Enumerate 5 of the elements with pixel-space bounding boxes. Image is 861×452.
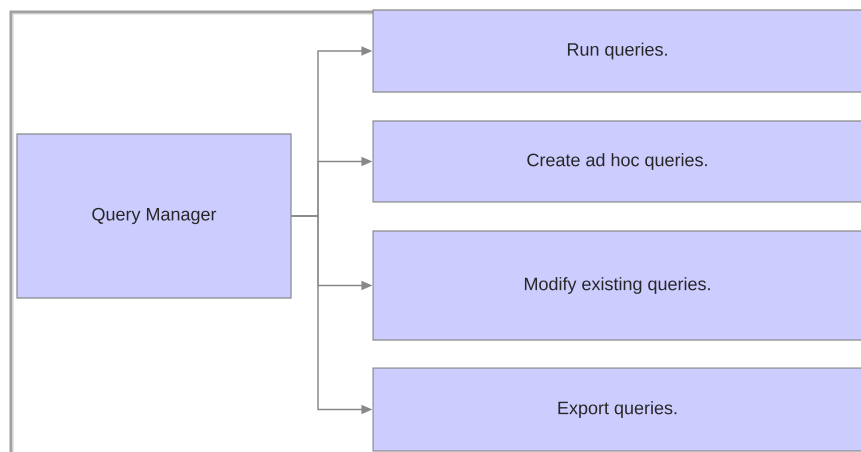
process-box: Modify existing queries. bbox=[372, 230, 861, 341]
process-box: Create ad hoc queries. bbox=[372, 120, 861, 203]
process-box: Run queries. bbox=[372, 9, 861, 93]
process-box: Export queries. bbox=[372, 367, 861, 452]
process-box: Query Manager bbox=[16, 133, 292, 299]
